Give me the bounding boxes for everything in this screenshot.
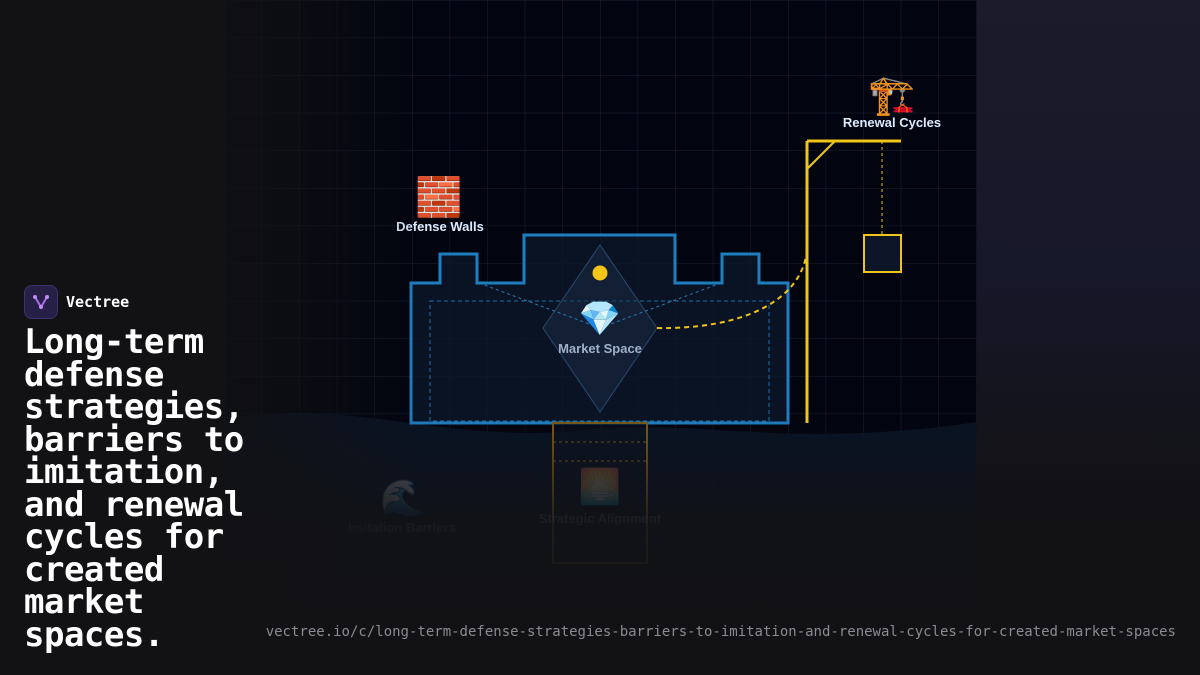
water-wave-icon: 🌊 [380,477,425,519]
page-url: vectree.io/c/long-term-defense-strategie… [265,624,1176,640]
market-space-label: Market Space [558,341,642,356]
sunrise-icon: 🌅 [579,467,621,507]
imitation-barriers-label: Imitation Barriers [348,520,456,535]
brick-wall-icon: 🧱 [415,175,462,219]
market-space-diagram: 🧱 💎 🏗️ 🌊 🌅 Defense Walls Market Space Re… [224,0,977,675]
construction-crane-icon: 🏗️ [868,73,915,117]
strategic-alignment-label: Strategic Alignment [539,511,662,526]
gem-icon: 💎 [579,299,621,339]
renewal-cycles-label: Renewal Cycles [843,115,941,130]
page-title: Long-term defense strategies, barriers t… [24,322,244,655]
crane-load [863,234,902,273]
brand-name: Vectree [66,293,130,311]
defense-walls-label: Defense Walls [396,219,484,234]
right-gradient-panel [976,0,1200,675]
brand: Vectree [24,285,129,319]
sun-marker [592,265,608,281]
vectree-logo-icon [24,285,58,319]
